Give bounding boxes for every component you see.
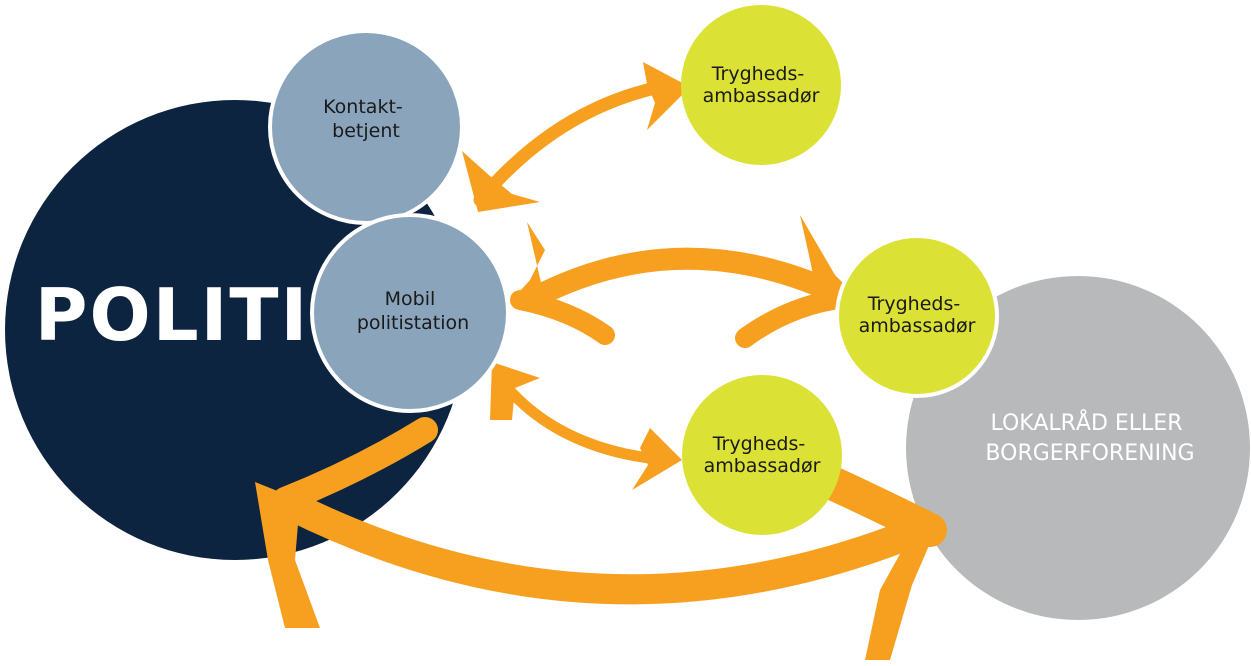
politi-label: POLITI — [35, 273, 310, 357]
arrows — [255, 62, 947, 660]
local-council-label-line-1: LOKALRÅD ELLER — [990, 409, 1182, 436]
ambassador-top-circle — [681, 5, 841, 165]
arrow-head-mobile-side — [512, 222, 545, 300]
arrow-politi-upper-swoosh — [272, 417, 438, 513]
local-council-label: LOKALRÅD ELLER BORGERFORENING — [985, 409, 1194, 466]
ambassador-middle-label-line-2: ambassadør — [859, 315, 976, 337]
contact-officer-label-line-2: betjent — [332, 120, 400, 142]
ambassador-middle-label: Trygheds- ambassadør — [859, 293, 976, 337]
arrow-mobile-to-ambassador-bottom — [499, 379, 671, 466]
ambassador-top-label: Trygheds- ambassadør — [703, 63, 820, 107]
arrow-politi-to-council — [275, 490, 935, 605]
arrow-head-contact-side — [462, 151, 540, 212]
arrow-mobile-lower-swoosh — [510, 290, 615, 345]
arrow-head-ambassador-bottom-side — [632, 428, 682, 490]
arrow-mobile-to-ambassador-middle — [519, 247, 851, 311]
local-council-label-line-2: BORGERFORENING — [985, 441, 1194, 466]
ambassador-middle-label-line-1: Trygheds- — [867, 293, 960, 315]
contact-officer-label-line-1: Kontakt- — [323, 96, 403, 118]
ambassador-top-label-line-1: Trygheds- — [711, 63, 804, 85]
ambassador-middle-circle — [835, 234, 999, 398]
arrow-head-politi-side — [255, 482, 320, 628]
mobile-station-label-line-2: politistation — [357, 312, 469, 334]
ambassador-bottom-label-line-1: Trygheds- — [712, 433, 805, 455]
mobile-station-label: Mobil politistation — [357, 288, 469, 334]
arrow-council-upper-swoosh — [813, 465, 947, 547]
ambassador-bottom-circle — [682, 375, 842, 535]
arrow-head-council-side — [865, 520, 940, 660]
mobile-station-label-line-1: Mobil — [385, 288, 436, 310]
ambassador-bottom-label-line-2: ambassadør — [704, 455, 821, 477]
local-council-circle — [906, 276, 1250, 620]
ambassador-top-label-line-2: ambassadør — [703, 85, 820, 107]
mobile-station-circle — [310, 213, 510, 413]
arrow-contact-to-ambassador-top — [473, 78, 677, 207]
contact-officer-label: Kontakt- betjent — [323, 96, 409, 142]
ambassador-bottom-label: Trygheds- ambassadør — [704, 433, 821, 477]
arrow-head-mobile-bottom-side — [490, 362, 540, 420]
contact-officer-circle — [268, 29, 464, 225]
arrow-head-ambassador-top-side — [643, 62, 690, 130]
